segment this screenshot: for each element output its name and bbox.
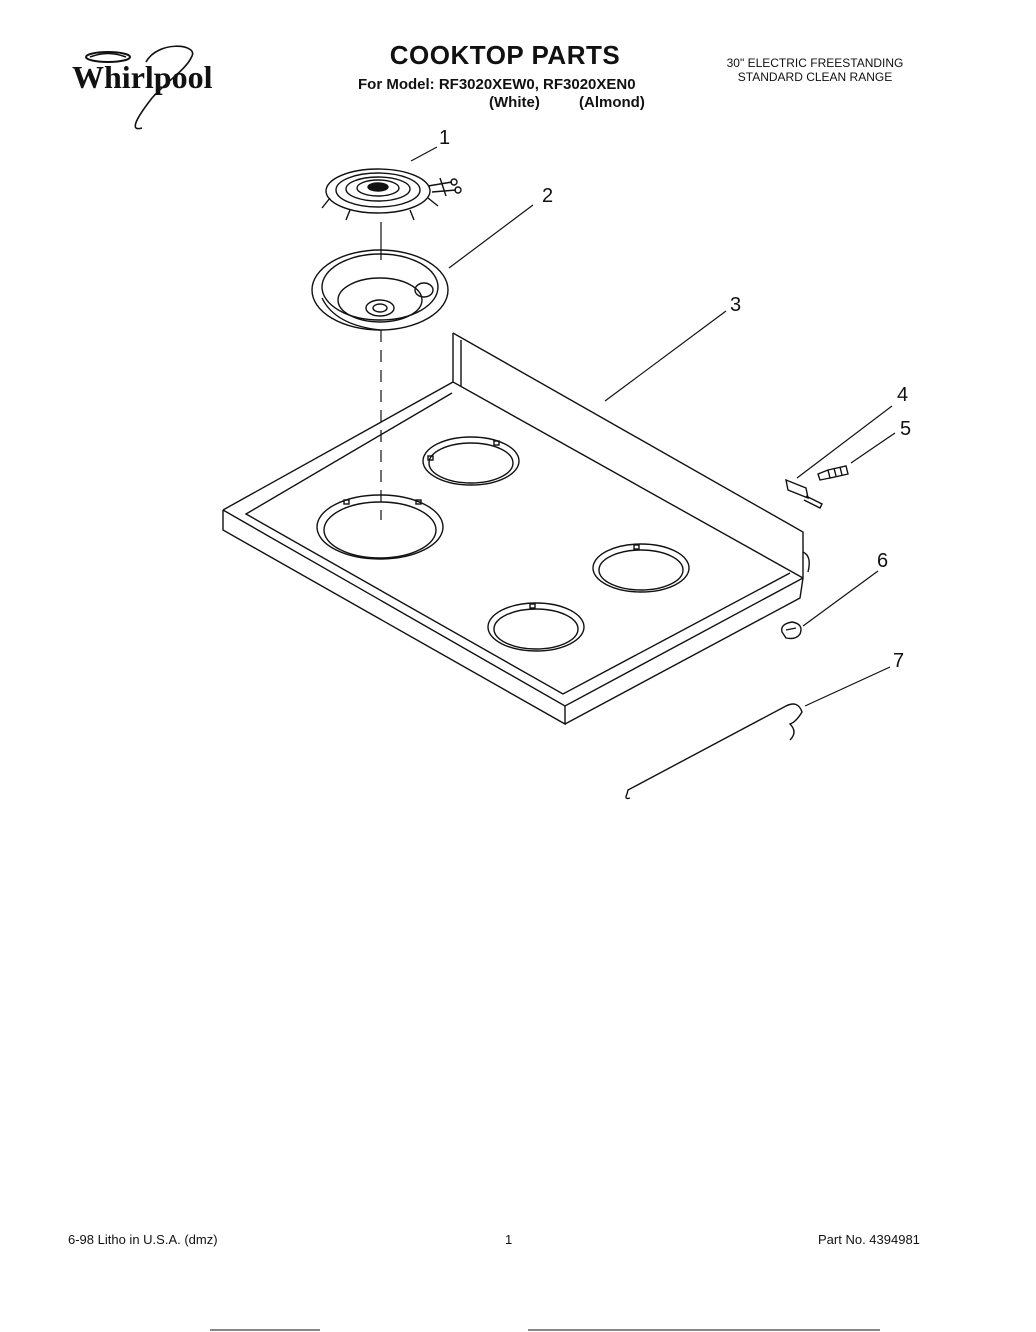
burner-opening-front-right (487, 602, 585, 652)
screw-part (817, 465, 849, 481)
leader-line-7 (804, 666, 891, 707)
callout-3: 3 (730, 294, 741, 316)
color-variants: (White) (Almond) (489, 94, 645, 111)
callout-6: 6 (877, 550, 888, 572)
callout-2: 2 (542, 185, 553, 207)
footer-page-number: 1 (505, 1232, 513, 1247)
footer-litho: 6-98 Litho in U.S.A. (dmz) (68, 1232, 218, 1247)
range-description: 30" ELECTRIC FREESTANDING STANDARD CLEAN… (700, 56, 930, 84)
range-description-line-1: 30" ELECTRIC FREESTANDING (726, 56, 904, 70)
callout-5: 5 (900, 418, 911, 440)
cooktop-panel (222, 332, 810, 726)
color-white: (White) (489, 94, 540, 111)
whirlpool-logo: Whirlpool (72, 45, 213, 130)
leader-line-2 (448, 204, 534, 269)
leader-line-1 (410, 146, 438, 162)
callout-7: 7 (893, 650, 904, 672)
support-rod-part (625, 703, 803, 800)
bracket-part (785, 478, 823, 509)
footer-part-number: Part No. 4394981 (818, 1232, 920, 1247)
leader-line-5 (850, 432, 896, 464)
leader-line-3 (604, 310, 727, 402)
drip-bowl (311, 249, 449, 331)
brand-logo-text: Whirlpool (72, 59, 213, 95)
range-description-line-2: STANDARD CLEAN RANGE (737, 70, 893, 84)
model-line: For Model: RF3020XEW0, RF3020XEN0 (358, 76, 636, 93)
burner-opening-rear-left (422, 436, 520, 486)
leader-line-6 (802, 570, 879, 627)
clip-part (781, 621, 802, 640)
burner-opening-front-left (316, 494, 444, 560)
burner-opening-rear-right (592, 543, 690, 593)
leader-lines (410, 146, 896, 707)
color-almond: (Almond) (579, 94, 645, 111)
callout-1: 1 (439, 127, 450, 149)
surface-element-coil (321, 168, 462, 221)
page-title: COOKTOP PARTS (389, 40, 621, 70)
leader-line-4 (796, 405, 893, 479)
callout-4: 4 (897, 384, 908, 406)
